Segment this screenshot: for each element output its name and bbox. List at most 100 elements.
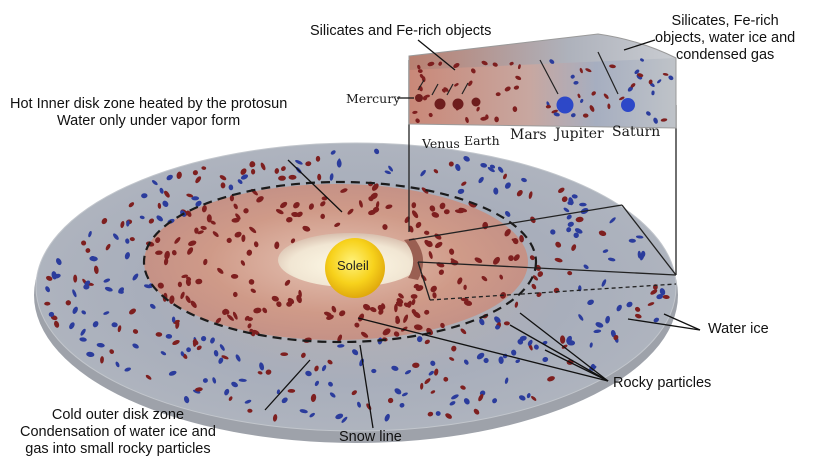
ice-particle — [566, 214, 572, 220]
rocky-particle — [201, 166, 207, 170]
rocky-particle — [301, 352, 306, 358]
ice-particle — [210, 337, 215, 344]
rocky-particle — [247, 323, 252, 329]
ice-particle — [504, 182, 511, 189]
ice-particle — [309, 412, 315, 418]
rocky-particle — [203, 258, 208, 266]
rocky-particle — [429, 205, 436, 212]
rocky-particle — [188, 240, 197, 247]
rocky-particle — [465, 116, 469, 124]
rocky-particle — [278, 175, 286, 181]
rocky-particle — [155, 237, 161, 244]
rocky-particle — [232, 291, 238, 298]
rocky-particle — [358, 200, 363, 208]
rocky-particle — [427, 411, 434, 417]
rocky-particle — [424, 94, 430, 98]
rocky-particle — [427, 61, 435, 67]
ice-particle — [640, 252, 645, 261]
ice-particle — [616, 304, 622, 312]
pointer-lines — [264, 39, 701, 429]
rocky-particle — [575, 216, 584, 223]
rocky-particle — [395, 301, 403, 307]
wedge-particles — [412, 58, 674, 124]
rocky-particle — [206, 214, 212, 223]
ice-particle — [595, 322, 604, 328]
ice-particle — [51, 271, 57, 280]
ice-particle — [416, 336, 423, 343]
rocky-particle — [326, 314, 334, 320]
rocky-particle — [175, 320, 180, 329]
rocky-particle — [223, 308, 230, 315]
ice-particle — [231, 381, 238, 388]
ice-particle — [83, 284, 90, 290]
rocky-particle — [274, 168, 280, 174]
rocky-particle — [256, 196, 264, 203]
rocky-particle — [260, 162, 266, 171]
ice-particle — [566, 227, 572, 233]
rocky-particle — [412, 110, 418, 114]
rocky-particle — [603, 93, 609, 99]
rocky-particle — [371, 183, 379, 191]
rocky-particle — [424, 378, 431, 385]
rocky-particle — [185, 295, 191, 304]
ice-particle — [479, 318, 485, 326]
ice-particle — [329, 173, 334, 181]
ice-particle — [580, 98, 584, 103]
wedge-front-face — [409, 58, 676, 128]
ice-particle — [489, 164, 496, 169]
ice-particle — [72, 289, 77, 298]
ice-particle — [571, 194, 578, 199]
rocky-particle — [351, 390, 357, 396]
rocky-particle — [518, 64, 521, 70]
rocky-particle — [421, 76, 426, 83]
rocky-particle — [287, 388, 296, 393]
rocky-particle — [519, 235, 524, 243]
ice-particle — [651, 90, 655, 96]
rocky-particle — [394, 303, 398, 313]
ice-particle — [570, 74, 575, 79]
planet-earth — [452, 98, 464, 110]
rocky-particle — [120, 220, 125, 229]
rocky-particle — [284, 279, 291, 286]
ice-particle — [505, 210, 511, 217]
rocky-particle — [250, 288, 256, 293]
ice-particle — [476, 352, 485, 360]
rocky-particle — [613, 334, 619, 341]
rocky-particle — [320, 201, 326, 207]
rocky-particle — [387, 397, 394, 404]
rocky-particle — [478, 393, 484, 402]
rocky-particle — [432, 292, 437, 299]
ice-particle — [640, 58, 644, 62]
rocky-particle — [229, 195, 235, 202]
rocky-particle — [315, 155, 321, 162]
rocky-particle — [235, 213, 241, 220]
rocky-particle — [411, 210, 419, 219]
rocky-particle — [454, 83, 459, 87]
label-silicates-fe: Silicates and Fe-rich objects — [310, 23, 492, 39]
rocky-particle — [513, 254, 520, 261]
label-silicates-fe-ice-line2: objects, water ice and — [655, 30, 796, 46]
ice-particle — [493, 187, 499, 195]
rocky-particle — [460, 328, 467, 335]
ice-particle — [72, 306, 78, 314]
ice-particle — [240, 174, 249, 180]
ice-particle — [352, 349, 359, 356]
ice-particle — [653, 317, 660, 323]
rocky-particle — [415, 221, 422, 229]
rocky-particle — [93, 265, 99, 274]
rocky-particle — [101, 218, 108, 225]
rocky-particle — [559, 335, 566, 344]
label-hot-inner-zone: Hot Inner disk zone heated by the protos… — [10, 96, 287, 130]
rocky-particle — [398, 293, 404, 299]
rocky-particle — [276, 301, 282, 308]
rocky-particle — [181, 274, 189, 279]
ice-particle — [504, 377, 509, 384]
rocky-particle — [210, 220, 216, 225]
rocky-particle — [132, 329, 139, 334]
ice-particle — [202, 378, 208, 383]
rocky-particle — [271, 295, 279, 302]
rocky-particle — [157, 202, 162, 209]
label-saturn: Saturn — [612, 124, 661, 140]
rocky-particle — [647, 302, 655, 306]
rocky-particle — [247, 408, 253, 413]
